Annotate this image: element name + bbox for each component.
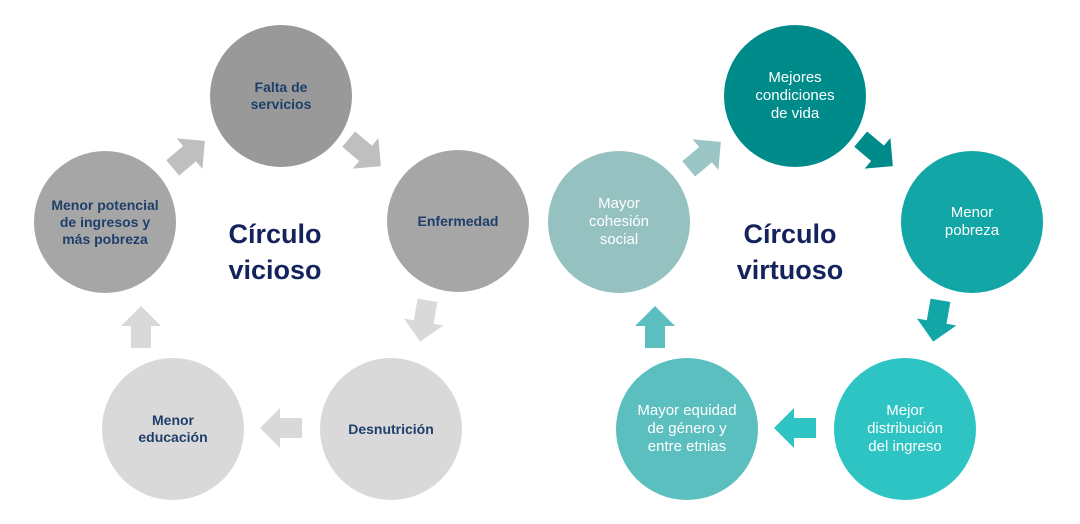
vicious-title: Círculo vicioso [200,216,350,288]
node-menor-pobreza: Menor pobreza [901,151,1043,293]
node-label: Falta de servicios [250,79,312,112]
arrow-vicious-3 [400,296,448,346]
node-label: Mayor cohesión social [588,195,650,248]
node-mejor-distribucion: Mejor distribución del ingreso [834,358,976,500]
arrow-virtuous-1 [675,126,734,185]
node-label: Menor potencial de ingresos y más pobrez… [51,196,159,247]
node-desnutricion: Desnutrición [320,358,462,500]
virtuous-title: Círculo virtuoso [715,216,865,288]
node-mayor-cohesion: Mayor cohesión social [548,151,690,293]
virtuous-title-line1: Círculo [743,219,837,249]
virtuous-title-line2: virtuoso [736,255,844,285]
arrow-vicious-1 [159,125,218,184]
arrow-virtuous-3 [913,296,961,346]
node-mayor-equidad: Mayor equidad de género y entre etnias [616,358,758,500]
arrow-virtuous-5 [635,306,675,348]
arrow-vicious-5 [121,306,161,348]
node-menor-educacion: Menor educación [102,358,244,500]
node-mejores-condiciones: Mejores condiciones de vida [724,25,866,167]
node-label: Mejores condiciones de vida [755,69,835,122]
arrow-vicious-2 [335,123,394,182]
node-label: Desnutrición [348,420,434,437]
node-label: Mayor equidad de género y entre etnias [637,402,737,455]
node-label: Mejor distribución del ingreso [867,402,943,455]
vicious-title-line1: Círculo [228,219,322,249]
node-enfermedad: Enfermedad [387,150,529,292]
node-label: Menor pobreza [944,204,1000,239]
vicious-title-line2: vicioso [228,255,322,285]
node-falta-de-servicios: Falta de servicios [210,25,352,167]
arrow-vicious-4 [260,408,302,448]
arrow-virtuous-2 [847,123,906,182]
node-label: Enfermedad [417,212,499,229]
arrow-virtuous-4 [774,408,816,448]
node-label: Menor educación [138,412,208,445]
node-menor-potencial: Menor potencial de ingresos y más pobrez… [34,151,176,293]
